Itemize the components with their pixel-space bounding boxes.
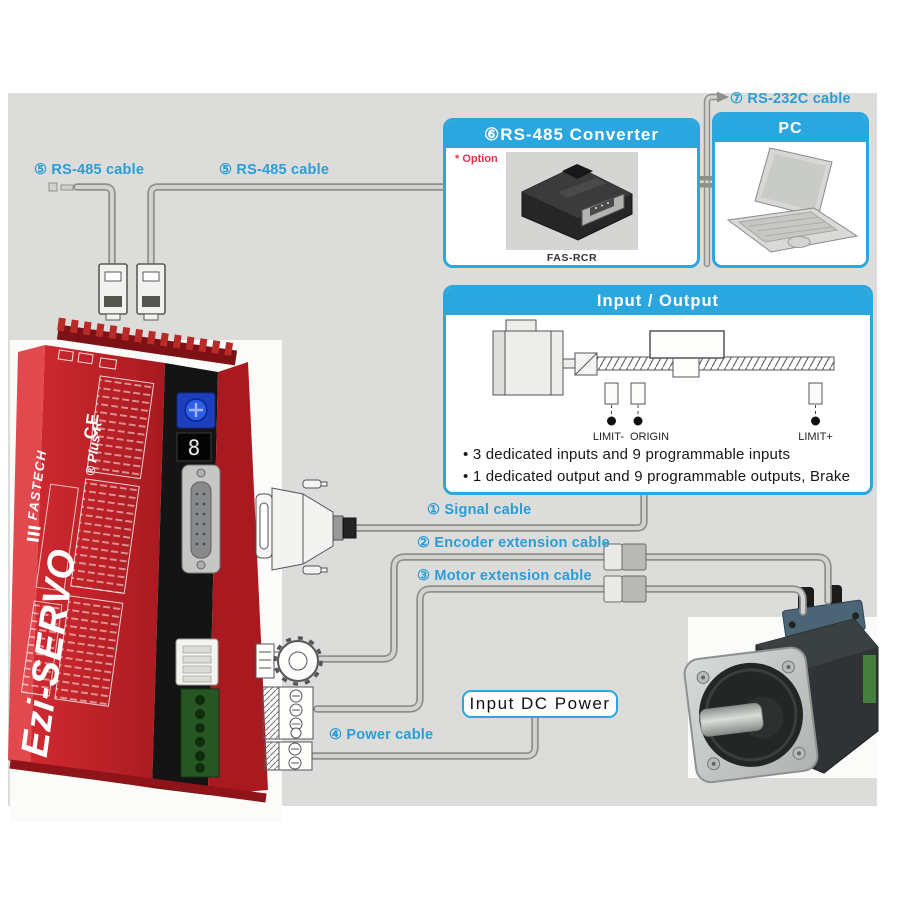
io-diagram: LIMIT- ORIGIN LIMIT+ bbox=[492, 319, 835, 443]
rj45-plug-b bbox=[136, 263, 166, 321]
input-dc-power-box: Input DC Power bbox=[462, 690, 618, 718]
motor-group bbox=[683, 585, 879, 784]
green-terminal-block bbox=[180, 688, 220, 778]
motor-shaft bbox=[699, 702, 764, 737]
inline-coupler-encoder bbox=[603, 543, 647, 571]
input-output-box: Input / Output bbox=[443, 285, 873, 495]
rj45-plug-a bbox=[98, 263, 128, 321]
io-box-title: Input / Output bbox=[446, 288, 870, 315]
motor-body bbox=[755, 618, 879, 774]
sensor-label-limit-minus: LIMIT- bbox=[593, 431, 625, 443]
label-rs485-cable-a: ⑤ RS-485 cable bbox=[34, 162, 145, 178]
origin-dot bbox=[633, 416, 643, 426]
option-note: * Option bbox=[455, 153, 498, 165]
converter-device-image bbox=[506, 152, 638, 250]
drive-connector-panel bbox=[152, 363, 218, 795]
drive-ce-mark: CE bbox=[80, 410, 103, 440]
pc-box-title: PC bbox=[715, 115, 866, 142]
rotary-switch bbox=[176, 392, 216, 429]
limit-minus-dot bbox=[607, 416, 616, 426]
drive-group: FASTECH CE Ezi-SERVO ® Plus-R 8 bbox=[8, 317, 282, 822]
drive-brand-text: FASTECH bbox=[25, 448, 50, 521]
cable-gland-left bbox=[798, 587, 814, 615]
heatsink-band bbox=[56, 324, 238, 366]
drive-photo-background bbox=[10, 340, 282, 822]
limit-plus-dot bbox=[811, 416, 820, 426]
circular-connector bbox=[255, 636, 323, 686]
daisy-chain-marks bbox=[48, 182, 74, 192]
label-signal-cable: ① Signal cable bbox=[427, 502, 532, 518]
drive-front-face bbox=[30, 345, 165, 788]
svg-text:8: 8 bbox=[188, 436, 201, 460]
rs485-cable-b-path bbox=[147, 183, 448, 268]
rs232c-arrow bbox=[717, 91, 729, 103]
seven-segment-display: 8 bbox=[176, 432, 212, 462]
motor-top-connector bbox=[782, 599, 866, 641]
drive-left-face bbox=[8, 345, 45, 770]
motor-photo-background bbox=[688, 617, 877, 778]
pc-box: PC bbox=[712, 112, 869, 268]
label-rs232c-cable: ⑦ RS-232C cable bbox=[730, 91, 851, 107]
drive-bottom-edge bbox=[9, 759, 267, 803]
laptop-image bbox=[726, 147, 859, 253]
drive-right-fold bbox=[208, 362, 268, 795]
io-bullet-inputs: • 3 dedicated inputs and 9 programmable … bbox=[463, 446, 791, 463]
heatsink-fins bbox=[57, 317, 237, 357]
db26-connector bbox=[181, 464, 221, 574]
sensor-label-limit-plus: LIMIT+ bbox=[798, 431, 833, 443]
inline-coupler-motor bbox=[603, 575, 647, 603]
io-bullet-outputs: • 1 dedicated output and 9 programmable … bbox=[463, 468, 851, 485]
drive-model-suffix: ® Plus-R bbox=[82, 420, 105, 477]
motor-label bbox=[863, 655, 876, 703]
encoder-socket bbox=[175, 638, 219, 686]
cable-gland-right bbox=[826, 585, 842, 613]
converter-device-caption: FAS-RCR bbox=[546, 252, 598, 264]
drive-model-text: Ezi-SERVO bbox=[14, 546, 85, 759]
label-encoder-cable: ② Encoder extension cable bbox=[417, 535, 610, 551]
rs485-converter-box: ⑥RS-485 Converter * Option FAS-RCR bbox=[443, 118, 700, 268]
motor-body-top bbox=[756, 619, 878, 671]
rs485-cable-a-path bbox=[73, 183, 116, 268]
converter-box-title: ⑥RS-485 Converter bbox=[446, 121, 697, 148]
motor-front-plate bbox=[683, 646, 819, 784]
label-rs485-cable-b: ⑤ RS-485 cable bbox=[219, 162, 330, 178]
diagram-canvas: FASTECH CE Ezi-SERVO ® Plus-R 8 bbox=[8, 91, 879, 822]
terminal-connector-a bbox=[262, 686, 314, 740]
label-motor-cable: ③ Motor extension cable bbox=[417, 568, 592, 584]
sensor-label-origin: ORIGIN bbox=[630, 431, 669, 443]
dsub-hood-connector bbox=[255, 479, 357, 575]
terminal-connector-b bbox=[264, 741, 313, 771]
drive-front-label: FASTECH CE Ezi-SERVO ® Plus-R bbox=[14, 349, 155, 759]
label-power-cable: ④ Power cable bbox=[329, 727, 434, 743]
